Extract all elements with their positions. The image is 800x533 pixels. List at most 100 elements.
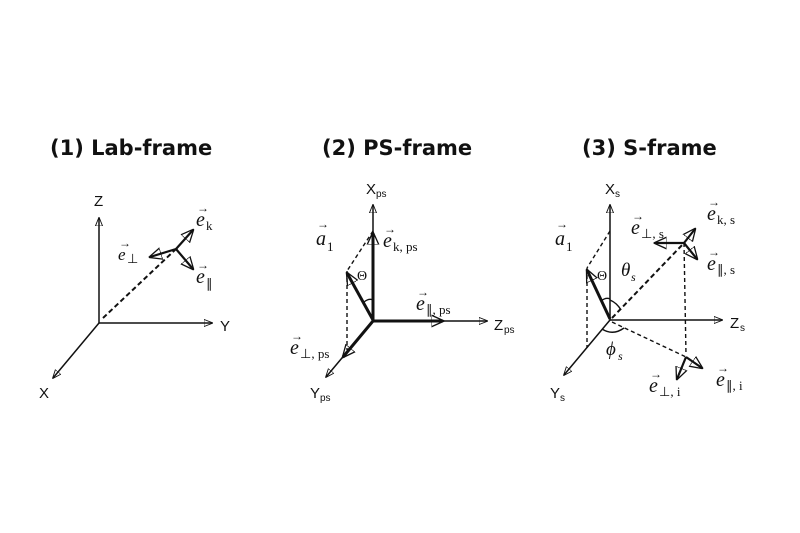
svg-text:Y: Y [310,385,320,402]
svg-text:s: s [560,393,565,404]
panel-title-s: (3) S-frame [582,136,717,160]
e-k-s-arrow [684,229,695,244]
svg-text:→: → [384,222,396,236]
e-perp-arrow [150,249,177,257]
svg-text:e: e [118,245,126,264]
panel-s-frame: (3) S-frame X s Z s Y s [550,136,745,404]
e-par-arrow [175,248,193,269]
e-perp-ps-arrow [343,320,375,357]
svg-text:⊥: ⊥ [127,251,138,266]
x-ps-axis-label: X ps [366,181,387,200]
svg-text:e: e [196,209,205,231]
svg-text:→: → [708,195,720,209]
svg-text:e: e [707,253,716,275]
svg-text:s: s [615,189,620,200]
svg-text:k, ps: k, ps [393,239,418,254]
theta-s-label: θ s [621,260,636,284]
svg-text:1: 1 [327,239,334,254]
svg-text:⊥, ps: ⊥, ps [300,346,329,361]
svg-text:e: e [196,266,205,288]
e-par-i-label: → e ∥, i [716,361,743,393]
e-par-i-arrow [685,357,702,368]
Theta-s-angle-arc [600,297,611,302]
a1-label: → a 1 [316,217,334,254]
svg-text:1: 1 [566,239,573,254]
svg-text:s: s [740,323,745,334]
svg-text:Y: Y [550,385,560,402]
e-k-label: → e k [196,201,213,233]
theta-s-angle-arc [609,299,622,311]
x-axis-label: X [39,385,49,402]
k-s-dashed-line [611,242,685,319]
svg-text:→: → [417,285,429,299]
svg-text:Z: Z [730,315,739,332]
svg-text:e: e [649,375,658,397]
panel-title-lab: (1) Lab-frame [50,136,212,160]
svg-text:X: X [366,181,376,198]
svg-text:→: → [197,258,209,272]
svg-text:→: → [650,367,662,381]
svg-text:e: e [707,203,716,225]
svg-text:⊥, s: ⊥, s [641,226,664,241]
a1-arrow [347,273,375,321]
svg-text:e: e [716,369,725,391]
panel-lab-frame: (1) Lab-frame Z Y X → e k → e ⊥ → e ∥ [39,136,230,402]
svg-text:X: X [605,181,615,198]
svg-text:ps: ps [376,189,387,200]
a1-s-dashed-line [586,230,611,269]
svg-text:θ: θ [621,260,630,281]
svg-text:e: e [631,217,640,239]
svg-text:s: s [631,270,636,284]
k-direction-dashed-line [102,248,177,319]
svg-text:→: → [556,217,568,231]
phi-s-label: ϕ s [606,339,623,363]
e-par-label: → e ∥ [196,258,213,291]
svg-text:a: a [316,228,326,250]
e-perp-s-label: → e ⊥, s [631,209,664,241]
svg-text:k: k [206,218,213,233]
y-ps-axis-label: Y ps [310,385,331,404]
svg-text:∥: ∥ [206,276,213,291]
phi-s-angle-arc [601,327,625,333]
svg-text:ϕ: ϕ [606,339,616,360]
svg-text:∥, ps: ∥, ps [426,302,451,317]
theta-label: Θ [357,269,367,284]
panel-ps-frame: (2) PS-frame X ps Z ps Y ps → a [290,136,515,404]
y-s-axis-label: Y s [550,385,565,404]
svg-text:ps: ps [320,393,331,404]
svg-text:∥, i: ∥, i [726,378,743,393]
svg-text:e: e [383,230,392,252]
svg-text:Z: Z [494,317,503,334]
svg-text:→: → [708,245,720,259]
svg-text:→: → [291,329,303,343]
e-k-s-label: → e k, s [707,195,735,227]
svg-text:∥, s: ∥, s [717,262,735,277]
x-axis [53,322,100,378]
e-perp-ps-label: → e ⊥, ps [290,329,329,361]
e-par-s-arrow [683,242,697,259]
k-s-azimuth-line [611,321,687,358]
svg-text:s: s [618,349,623,363]
svg-text:→: → [119,236,131,250]
e-par-s-label: → e ∥, s [707,245,735,277]
k-s-projection-line [683,242,687,356]
e-par-ps-label: → e ∥, ps [416,285,451,317]
svg-text:→: → [197,201,209,215]
a1-s-arrow [585,270,612,320]
e-perp-label: → e ⊥ [118,236,138,266]
svg-text:⊥, i: ⊥, i [659,384,681,399]
z-ps-axis-label: Z ps [494,317,515,336]
svg-text:a: a [555,228,565,250]
svg-text:k, s: k, s [717,212,735,227]
svg-text:→: → [317,217,329,231]
svg-text:→: → [717,361,729,375]
a1-dashed-line [346,230,374,272]
svg-text:ps: ps [504,325,515,336]
panel-title-ps: (2) PS-frame [322,136,472,160]
y-axis-label: Y [220,318,230,335]
z-axis-label: Z [94,193,103,210]
e-k-arrow [175,230,193,250]
svg-text:e: e [416,293,425,315]
a1-s-label: → a 1 [555,217,573,254]
